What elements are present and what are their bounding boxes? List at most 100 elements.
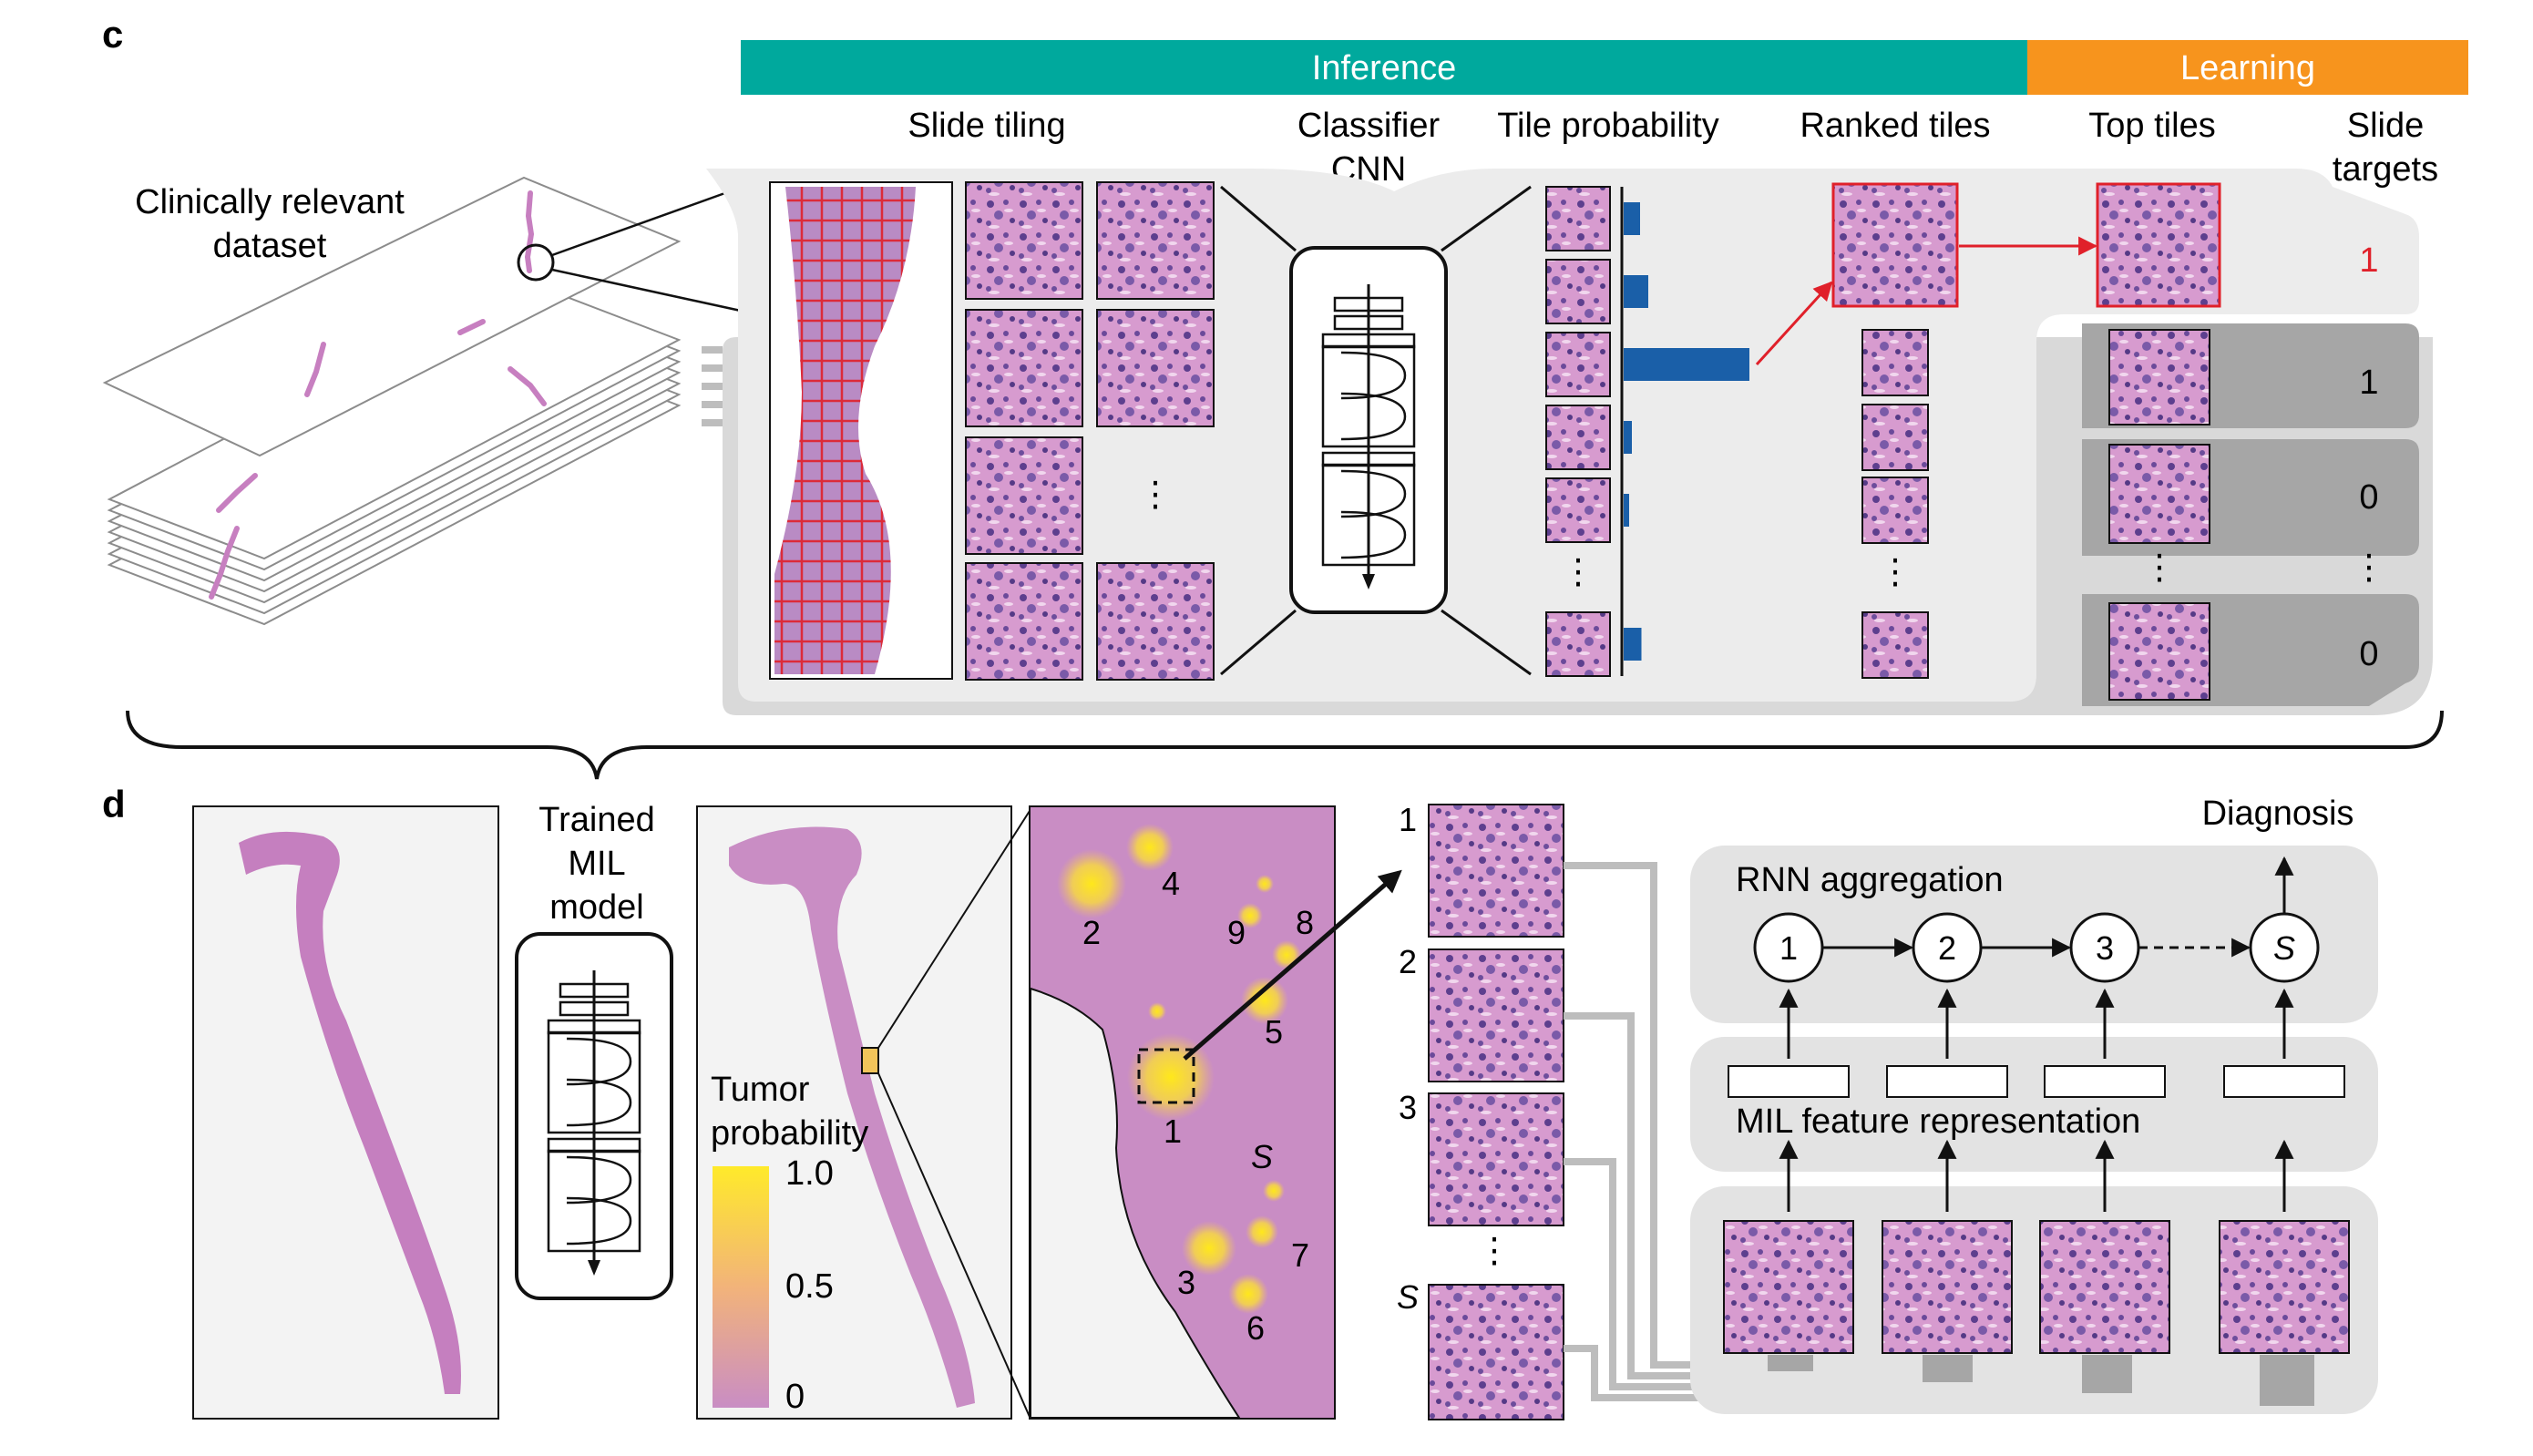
hotspot-label-8: 8	[1296, 904, 1314, 941]
dataset-label-line1: Clinically relevant	[135, 183, 405, 221]
rnn-node-1: 1	[1779, 929, 1798, 967]
probability-bar	[1624, 421, 1632, 454]
rnn-node-3: 3	[2096, 929, 2114, 967]
panel-c-letter: c	[102, 13, 123, 56]
inference-banner	[741, 40, 2027, 95]
target-value-4: 0	[2359, 635, 2378, 673]
dataset-label-line2: dataset	[213, 227, 327, 265]
hotspot-label-6: 6	[1246, 1309, 1265, 1347]
zoom-line-top	[551, 185, 743, 257]
heatmap-zoom-line-top	[877, 810, 1031, 1049]
hotspot-labels: 4 2 9 8 5 1 S 3 7 6	[1082, 865, 1314, 1347]
hotspot-label-4: 4	[1162, 865, 1180, 902]
probability-tiles	[1545, 186, 1611, 677]
cnn-in-top	[1220, 185, 1297, 252]
colorbar-tick-low: 0	[785, 1378, 805, 1416]
top-tile-4	[2108, 602, 2210, 701]
tile-grid	[965, 181, 1215, 681]
heatmap-zoom-box	[861, 1047, 879, 1074]
rnn-node-2: 2	[1938, 929, 1956, 967]
diagnosis-label: Diagnosis	[2202, 795, 2354, 833]
ranked-top-tile	[1831, 182, 1959, 308]
heatmap-zoom-line-bottom	[877, 1072, 1031, 1418]
tile-to-feature-arrows	[1779, 1139, 2294, 1212]
panel-d-letter: d	[102, 783, 126, 825]
learning-banner	[2027, 40, 2468, 95]
mil-feature-label: MIL feature representation	[1736, 1102, 2140, 1141]
rnn-aggregation-panel	[1690, 846, 2378, 1023]
top-tile-1	[2096, 182, 2221, 308]
trained-mil-icon	[515, 932, 673, 1300]
colorbar-tick-high: 1.0	[785, 1154, 834, 1193]
heatmap-tissue	[729, 826, 975, 1408]
slide-zoom-circle	[517, 243, 555, 282]
colorbar-title-line2: probability	[711, 1114, 868, 1153]
inference-banner-label: Inference	[1312, 49, 1456, 87]
hotspot-label-7: 7	[1291, 1236, 1309, 1274]
header-tile-probability: Tile probability	[1497, 107, 1719, 145]
tile-rank-s: S	[1397, 1278, 1419, 1316]
header-ranked-tiles: Ranked tiles	[1800, 107, 1990, 145]
cnn-out-top	[1441, 185, 1532, 252]
probability-ellipsis: ⋮	[1561, 553, 1595, 591]
slide-tiling-grid	[774, 187, 916, 674]
ranked-tiles	[1861, 329, 1929, 679]
hotspot-label-5: 5	[1265, 1013, 1283, 1051]
target-value-2: 1	[2359, 364, 2378, 402]
header-slide-targets-line1: Slide	[2347, 107, 2425, 145]
selected-tile-arrow	[1183, 869, 1402, 1061]
rnn-aggregation-label: RNN aggregation	[1736, 861, 2004, 899]
learning-banner-label: Learning	[2180, 49, 2315, 87]
header-top-tiles: Top tiles	[2088, 107, 2215, 145]
hotspot-label-s: S	[1251, 1138, 1273, 1175]
target-value-3: 0	[2359, 478, 2378, 517]
mil-feature-panel	[1690, 1037, 2378, 1172]
rnn-node-s: S	[2273, 929, 2295, 967]
feature-boxes	[1728, 1065, 2345, 1098]
ranked-ellipsis: ⋮	[1878, 553, 1913, 591]
top-slide	[102, 176, 682, 457]
tumor-hotspots	[1057, 824, 1301, 1314]
trained-label-line3: model	[549, 888, 644, 927]
hotspot-label-9: 9	[1227, 914, 1246, 951]
header-classifier-line1: Classifier	[1297, 107, 1441, 145]
hotspot-label-1: 1	[1164, 1113, 1182, 1150]
probability-bar	[1624, 494, 1629, 527]
cnn-out-bottom	[1441, 609, 1532, 676]
header-slide-targets-line2: targets	[2333, 150, 2438, 189]
tile-column-ellipsis: ⋮	[1477, 1232, 1512, 1270]
slide-tissue-strips	[209, 190, 547, 600]
ranked-tile-column	[1428, 804, 1564, 1420]
trained-label-line1: Trained	[538, 801, 654, 839]
header-slide-tiling: Slide tiling	[908, 107, 1065, 145]
zoomed-background-region	[1030, 987, 1241, 1419]
probability-bars	[1624, 202, 1749, 661]
top-tile-2	[2108, 329, 2210, 426]
target-value-1: 1	[2359, 241, 2378, 280]
probability-bar	[1624, 275, 1648, 308]
tile-grid-ellipsis: ⋮	[1138, 476, 1173, 514]
panel-brace	[126, 710, 2444, 780]
targets-ellipsis: ⋮	[2352, 549, 2386, 587]
tile-rank-2: 2	[1399, 943, 1417, 980]
tile-rank-3: 3	[1399, 1089, 1417, 1126]
zoom-line-bottom	[551, 268, 771, 319]
input-tile-connectors	[1768, 1355, 2314, 1406]
wsi-tissue	[239, 831, 461, 1394]
feature-to-rnn-arrows	[1779, 988, 2294, 1059]
colorbar	[713, 1166, 769, 1408]
cnn-in-bottom	[1220, 609, 1297, 676]
classifier-cnn-icon	[1289, 246, 1448, 614]
tile-input-panel	[1690, 1186, 2378, 1414]
probability-bar	[1624, 202, 1640, 235]
colorbar-tick-mid: 0.5	[785, 1267, 834, 1306]
trained-label-line2: MIL	[568, 845, 625, 883]
colorbar-title-line1: Tumor	[711, 1071, 810, 1109]
rank-arrow	[1755, 281, 1833, 366]
hotspot-label-3: 3	[1177, 1264, 1195, 1301]
probability-bar	[1624, 348, 1749, 381]
selected-tile-box	[1137, 1048, 1195, 1104]
input-tiles	[1723, 1220, 2350, 1354]
top-tiles-ellipsis: ⋮	[2142, 549, 2177, 587]
